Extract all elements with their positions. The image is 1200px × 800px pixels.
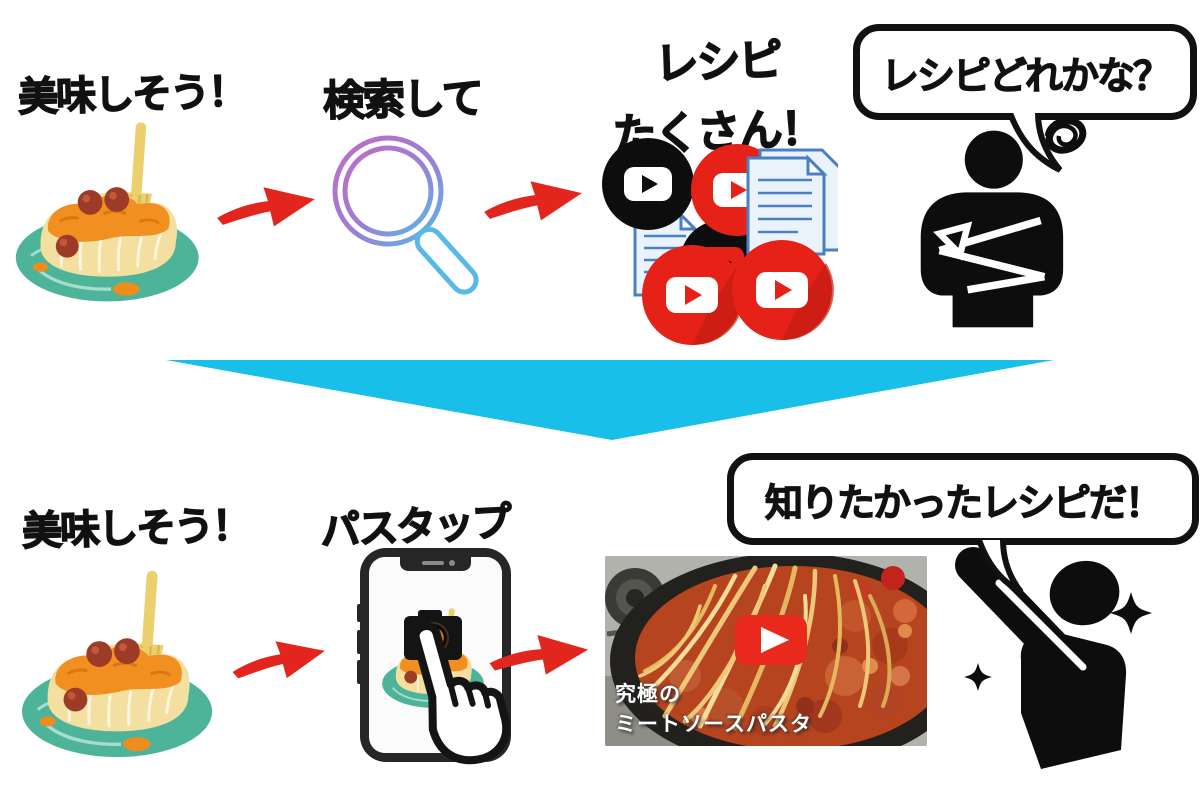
person-excited-icon (955, 547, 1152, 769)
youtube-play-icon (602, 138, 694, 230)
top-speech-bubble: レシピどれかな？ (853, 24, 1197, 120)
bottom-step1-label: 美味しそう！ (21, 503, 252, 554)
youtube-play-icon (732, 240, 834, 341)
recipe-document-icon (746, 148, 838, 256)
sparkle-icon (1110, 592, 1152, 634)
youtube-play-icon (642, 245, 744, 346)
recipe-results-cluster (602, 138, 838, 346)
big-down-arrow (166, 360, 1054, 440)
pasta-pan-photo (605, 556, 927, 746)
sparkle-icon (964, 663, 992, 691)
arrow-right-icon (232, 641, 325, 679)
speech-bubble-tail (976, 540, 1024, 595)
arrow-right-icon (484, 181, 582, 221)
top-step3-line1: レシピ (653, 35, 782, 90)
video-play-button-icon (735, 615, 807, 665)
pasta-plate-icon (21, 570, 213, 758)
person-arms-crossed-icon (920, 130, 1064, 328)
confusion-scribble-icon (1044, 117, 1087, 154)
top-speech-bubble-text: レシピどれかな？ (880, 55, 1171, 98)
video-caption-line1: 究極の (615, 683, 681, 706)
video-caption-line2: ミートソースパスタ (615, 713, 812, 736)
bottom-speech-bubble-text: 知りたかったレシピだ！ (764, 482, 1163, 525)
video-thumbnail: 究極の ミートソースパスタ (605, 556, 927, 746)
tap-hand-icon (411, 622, 511, 765)
arrow-right-icon (217, 187, 315, 227)
top-step2-label: 検索して (322, 74, 483, 125)
arrow-right-icon (489, 635, 589, 675)
speech-bubble-tail (1007, 113, 1063, 173)
search-magnifier-icon (332, 135, 479, 295)
bottom-speech-bubble: 知りたかったレシピだ！ (727, 453, 1199, 545)
pasta-plate-icon (15, 122, 199, 302)
